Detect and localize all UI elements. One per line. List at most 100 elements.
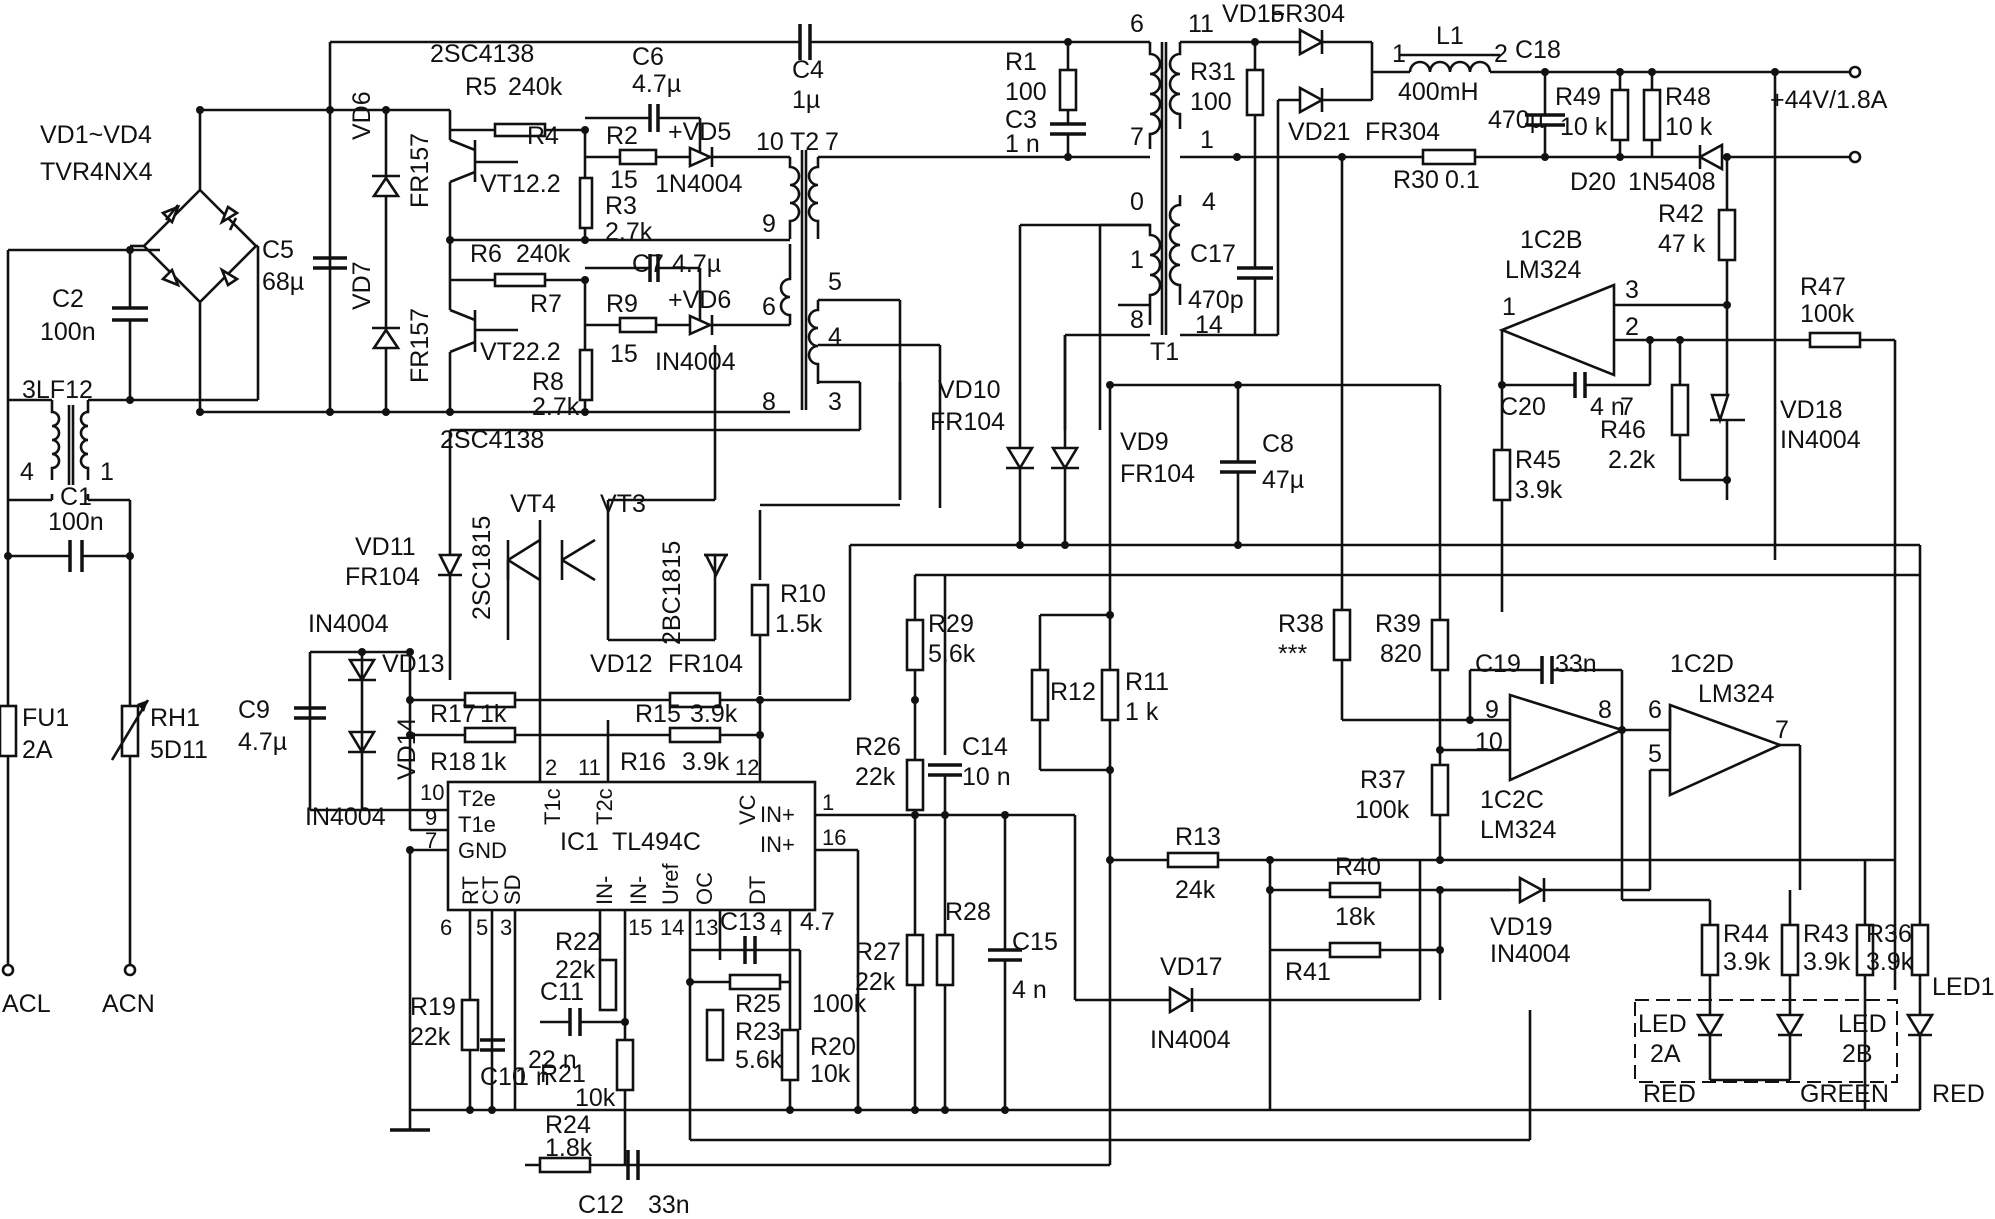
protection-network <box>1106 851 1895 1110</box>
label-r1: R1 <box>1005 48 1037 76</box>
label-vd15-type: FR304 <box>1270 0 1345 28</box>
label-r13-val: 24k <box>1175 876 1216 904</box>
label-ic2c-p10: 10 <box>1475 728 1503 756</box>
led-indicators <box>1634 545 1935 1110</box>
label-r39-val: 820 <box>1380 640 1422 668</box>
label-ic2d-p6: 6 <box>1648 696 1662 724</box>
label-r3-val: 2.7k <box>605 218 653 246</box>
label-r47: R47 <box>1800 273 1846 301</box>
label-c7-val: 4.7µ <box>672 250 721 278</box>
label-c19-val: 33n <box>1555 650 1597 678</box>
label-p3: 3 <box>500 915 512 940</box>
label-r16-val: 3.9k <box>682 748 730 776</box>
label-r44-val: 3.9k <box>1723 948 1771 976</box>
label-ic1-sd: SD <box>500 874 525 905</box>
label-c8-val: 47µ <box>1262 466 1304 494</box>
label-vd15: VD15 <box>1222 0 1285 28</box>
label-r37-val: 100k <box>1355 796 1410 824</box>
label-t1-p1: 1 <box>1130 246 1144 274</box>
op-amps-ic2c-ic2d <box>1332 608 1802 925</box>
label-c4: C4 <box>792 56 824 84</box>
label-ic2b-p2: 2 <box>1625 313 1639 341</box>
label-c14: C14 <box>962 733 1008 761</box>
driver-stage <box>437 345 902 720</box>
label-c12: C12 <box>578 1191 624 1219</box>
label-vd14: VD14 <box>393 717 421 780</box>
label-r31: R31 <box>1190 58 1236 86</box>
label-c10-val: 1 n <box>515 1063 550 1091</box>
label-r11-val: 1 k <box>1125 698 1159 726</box>
label-red2: RED <box>1932 1080 1985 1108</box>
label-r46-val: 2.2k <box>1608 446 1656 474</box>
label-p16: 16 <box>822 825 846 850</box>
label-ic2b-type: LM324 <box>1505 256 1582 284</box>
label-r15-val: 3.9k <box>690 700 738 728</box>
label-r48-val: 10 k <box>1665 113 1713 141</box>
label-ic2d: 1C2D <box>1670 650 1734 678</box>
label-r13: R13 <box>1175 823 1221 851</box>
label-r41: R41 <box>1285 958 1331 986</box>
label-ic1-gnd: GND <box>458 838 507 863</box>
label-vd9: VD9 <box>1120 428 1169 456</box>
label-c1-val: 100n <box>48 508 104 536</box>
label-ic2d-type: LM324 <box>1698 680 1775 708</box>
label-ic2c-p9: 9 <box>1485 696 1499 724</box>
label-r27: R27 <box>855 938 901 966</box>
label-r22: R22 <box>555 928 601 956</box>
label-p2: 2 <box>545 755 557 780</box>
label-r21-val: 10k <box>575 1084 616 1112</box>
label-vd6: VD6 <box>348 91 376 140</box>
label-vd6b-type: IN4004 <box>655 348 736 376</box>
label-d20: D20 <box>1570 168 1616 196</box>
label-rh1-val: 5D11 <box>150 736 208 764</box>
label-r9-val: 15 <box>610 340 638 368</box>
label-ic2c: 1C2C <box>1480 786 1544 814</box>
label-l1-val: 400mH <box>1398 78 1479 106</box>
label-led1: LED1 <box>1932 973 1995 1001</box>
op-amp-ic2b <box>1492 208 1897 990</box>
label-r18-val: 1k <box>480 748 507 776</box>
label-t1-p8: 8 <box>1130 306 1144 334</box>
label-r11: R11 <box>1125 668 1169 696</box>
label-r28: R28 <box>945 898 991 926</box>
label-p11: 11 <box>578 755 601 780</box>
label-p15: 15 <box>628 915 652 940</box>
label-ic1-vc: VC <box>735 794 760 825</box>
label-ic2b-p1: 1 <box>1502 293 1516 321</box>
label-c19: C19 <box>1475 650 1521 678</box>
label-t2-p7: 7 <box>825 128 839 156</box>
label-c12-val: 33n <box>648 1191 690 1219</box>
label-in4004-bot: IN4004 <box>305 803 386 831</box>
label-vd11: VD11 <box>355 533 416 561</box>
label-p13: 13 <box>694 915 718 940</box>
label-r7: R7 <box>530 290 562 318</box>
label-r30: R30 <box>1393 166 1439 194</box>
label-r46: R46 <box>1600 416 1646 444</box>
label-c17: C17 <box>1190 240 1236 268</box>
label-bridge: VD1~VD4 <box>40 121 152 149</box>
label-r42-val: 47 k <box>1658 230 1706 258</box>
label-lf-pin4: 4 <box>20 458 34 486</box>
label-c10: C10 <box>480 1063 526 1091</box>
label-vd11-type: FR104 <box>345 563 420 591</box>
tl494-block <box>294 648 1920 1180</box>
label-vd13: VD13 <box>382 650 445 678</box>
label-c7: C7 <box>632 250 664 278</box>
label-led2a-b: 2A <box>1650 1040 1681 1068</box>
label-t1-p7: 7 <box>1130 123 1144 151</box>
label-c5: C5 <box>262 236 294 264</box>
label-ic1-ct: CT <box>478 876 503 905</box>
label-vd21: VD21 <box>1288 118 1351 146</box>
label-vt4-type: 2SC1815 <box>468 516 496 620</box>
label-r43: R43 <box>1803 920 1849 948</box>
label-ic1-type: TL494C <box>612 828 701 856</box>
label-vd6b: +VD6 <box>668 286 731 314</box>
label-r48: R48 <box>1665 83 1711 111</box>
label-ic2b: 1C2B <box>1520 226 1583 254</box>
label-c8: C8 <box>1262 430 1294 458</box>
label-c18-val: 470µ <box>1488 106 1544 134</box>
label-t2-p10: 10 <box>756 128 784 156</box>
label-vt3: VT3 <box>600 490 646 518</box>
label-r16: R16 <box>620 748 666 776</box>
